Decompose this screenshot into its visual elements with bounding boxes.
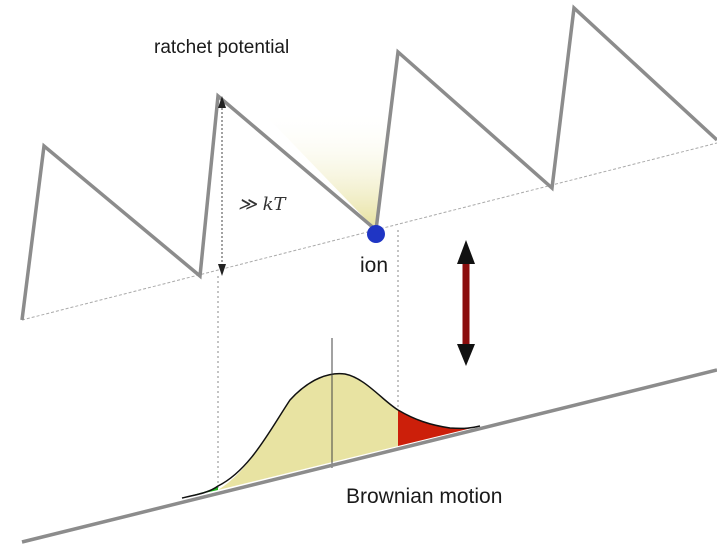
ion-particle	[367, 225, 385, 243]
distribution-outline	[181, 372, 481, 499]
tilted-ground-line	[21, 368, 717, 544]
brownian-motion-label: Brownian motion	[346, 485, 502, 508]
barrier-height-label: ≫ kT	[238, 194, 287, 215]
ion-label: ion	[360, 254, 388, 277]
switching-arrow-head-up	[457, 240, 475, 264]
barrier-arrow-bottom	[218, 264, 226, 276]
potential-baseline	[21, 142, 717, 321]
distribution-body	[218, 373, 398, 490]
potential-well-glow	[268, 110, 394, 230]
switching-arrow-head-down	[457, 344, 475, 366]
ratchet-potential-label: ratchet potential	[154, 37, 289, 58]
barrier-arrow-top	[218, 96, 226, 108]
distribution-forward-tail	[398, 410, 480, 446]
